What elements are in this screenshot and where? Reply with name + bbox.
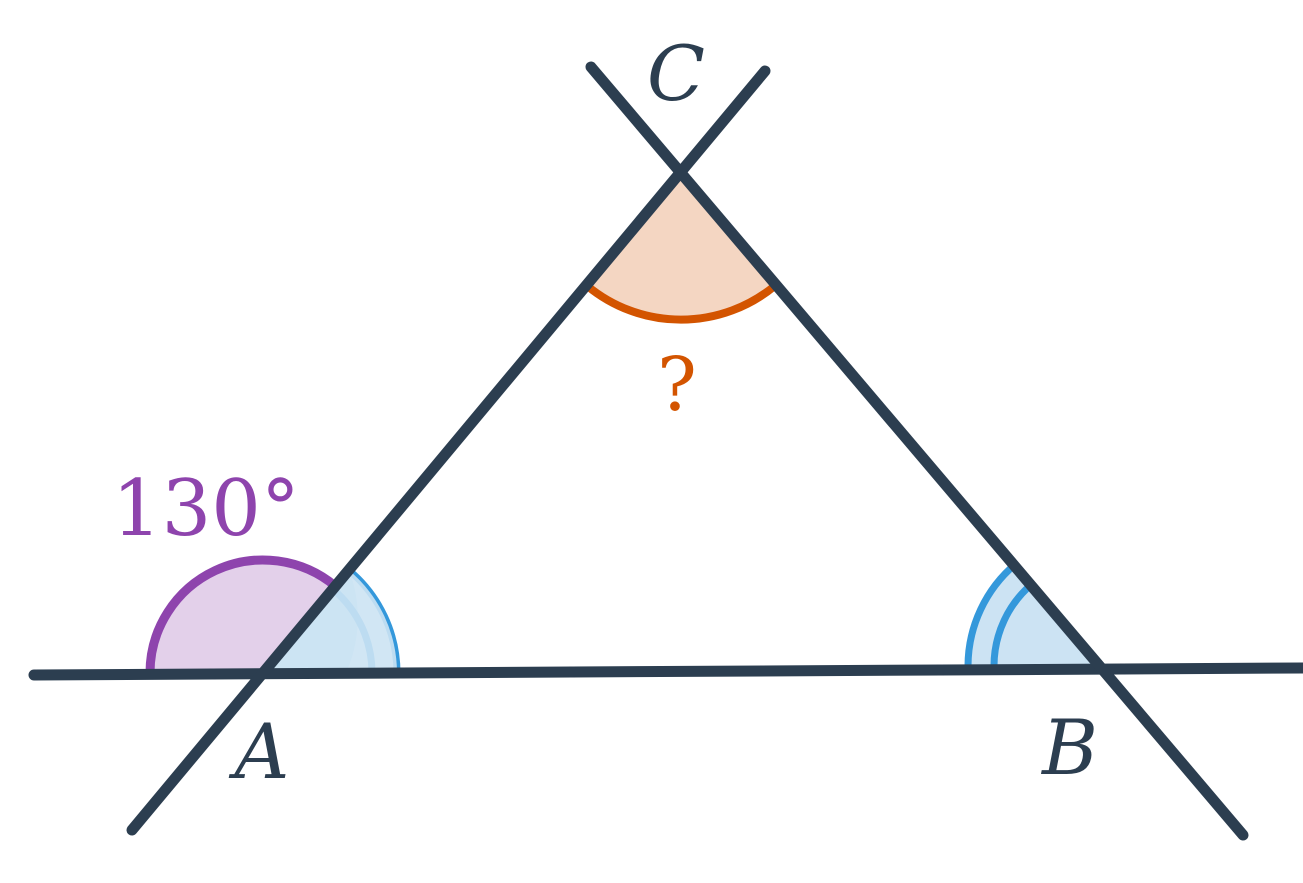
- apex-angle-c-label: ?: [657, 342, 697, 428]
- interior-angle-a-fill-outer: [263, 570, 397, 673]
- line-ac-extended: [126, 65, 771, 836]
- exterior-angle-a-label: 130°: [112, 464, 300, 554]
- exterior-angle-a-arc: [145, 555, 339, 674]
- baseline: [28, 662, 1303, 681]
- line-bc-extended: [585, 61, 1249, 841]
- exterior-angle-a-fill: [150, 559, 336, 673]
- apex-angle-c-fill: [587, 172, 775, 320]
- interior-angle-b-arc-inner: [990, 580, 1035, 667]
- interior-angle-b-arc-outer: [964, 560, 1019, 667]
- apex-angle-c-arc: [584, 282, 778, 324]
- vertex-label-a: A: [229, 707, 290, 796]
- vertex-label-b: B: [1040, 703, 1098, 792]
- interior-angle-b-fill: [968, 563, 1102, 666]
- vertex-label-c: C: [647, 29, 705, 118]
